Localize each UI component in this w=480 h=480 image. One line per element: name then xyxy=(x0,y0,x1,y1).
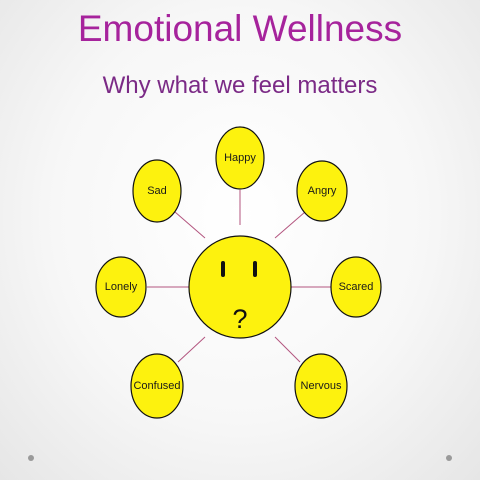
connector-nervous xyxy=(274,336,301,363)
emotion-node-sad-circle xyxy=(132,159,182,223)
slide-title: Emotional Wellness xyxy=(77,8,403,49)
emotion-label-scared: Scared xyxy=(339,281,374,293)
emotion-node-nervous: Nervous xyxy=(294,353,348,419)
emotion-node-angry: Angry xyxy=(296,160,348,222)
emotion-label-happy: Happy xyxy=(224,152,256,164)
face-question-mark: ? xyxy=(232,304,247,334)
face-right-eye xyxy=(253,261,257,277)
emotion-node-happy: Happy xyxy=(215,126,265,190)
emotion-label-confused: Confused xyxy=(133,380,180,392)
emotion-label-lonely: Lonely xyxy=(105,281,138,293)
slide-subtitle: Why what we feel matters xyxy=(102,72,378,99)
right-slide-dot xyxy=(446,455,452,461)
connector-confused xyxy=(177,336,206,363)
emotion-node-confused-circle xyxy=(130,353,184,419)
connector-angry xyxy=(274,211,306,239)
emotion-node-lonely-circle xyxy=(95,256,147,318)
emotion-node-happy-circle xyxy=(215,126,265,190)
face-left-eye xyxy=(221,261,225,277)
emotion-label-sad: Sad xyxy=(147,185,167,197)
emotion-node-scared-circle xyxy=(330,256,382,318)
left-slide-dot xyxy=(28,455,34,461)
emotion-node-angry-circle xyxy=(296,160,348,222)
emotion-label-nervous: Nervous xyxy=(301,380,342,392)
emotion-label-angry: Angry xyxy=(308,185,337,197)
emotion-node-scared: Scared xyxy=(330,256,382,318)
center-face-circle xyxy=(188,235,292,339)
connectors xyxy=(147,190,332,363)
center-face: ? xyxy=(188,235,292,339)
connector-sad xyxy=(174,211,206,239)
emotion-node-lonely: Lonely xyxy=(95,256,147,318)
emotion-node-sad: Sad xyxy=(132,159,182,223)
emotion-node-confused: Confused xyxy=(130,353,184,419)
emotion-node-nervous-circle xyxy=(294,353,348,419)
